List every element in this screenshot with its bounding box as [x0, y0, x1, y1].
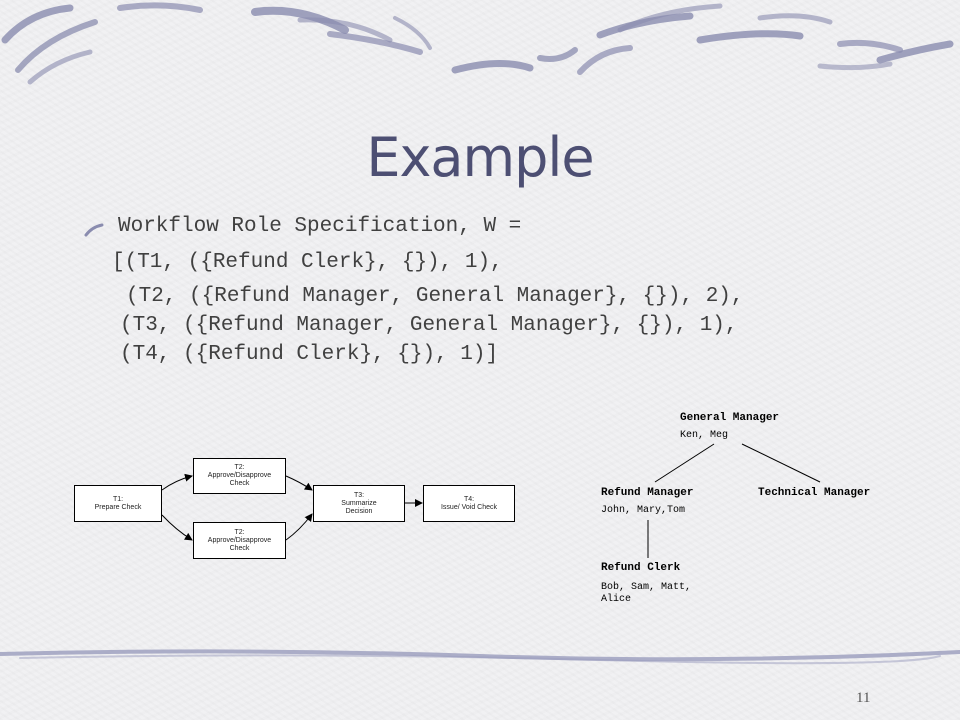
- task-label: Decision: [345, 507, 373, 515]
- task-label: Summarize: [341, 499, 377, 507]
- role-technical-manager: Technical Manager: [758, 487, 871, 499]
- bullet-stroke-icon: [84, 223, 104, 237]
- task-label: Issue/ Void Check: [440, 503, 498, 511]
- task-id: T1:: [112, 495, 124, 503]
- role-general-manager: General Manager: [680, 412, 780, 424]
- task-label: Check: [229, 480, 250, 487]
- role-members: Bob, Sam, Matt, Alice: [601, 582, 692, 605]
- task-t2-box: T2: Approve/Disapprove Check: [193, 522, 286, 559]
- task-id: T2:: [234, 464, 245, 471]
- task-label: Approve/Disapprove: [207, 536, 272, 544]
- task-id: T2:: [234, 528, 245, 536]
- spec-line: [(T1, ({Refund Clerk}, {}), 1),: [112, 251, 503, 274]
- role-refund-manager: Refund Manager: [601, 487, 694, 499]
- spec-line: (T2, ({Refund Manager, General Manager},…: [126, 285, 744, 308]
- task-id: T4:: [463, 495, 475, 503]
- role-members: John, Mary,Tom: [601, 505, 686, 516]
- top-decoration: [1, 2, 954, 85]
- task-id: T3:: [353, 491, 365, 499]
- task-label: Approve/Disapprove: [207, 472, 272, 479]
- spec-line: (T3, ({Refund Manager, General Manager},…: [120, 314, 738, 337]
- spec-intro: Workflow Role Specification, W =: [118, 215, 522, 238]
- bottom-decoration: [0, 649, 960, 665]
- task-label: Check: [229, 544, 250, 552]
- task-t3-box: T3: Summarize Decision: [313, 485, 405, 522]
- task-t1-box: T1: Prepare Check: [74, 485, 162, 522]
- task-label: Prepare Check: [94, 503, 142, 511]
- page-number: 11: [856, 690, 871, 706]
- role-members: Ken, Meg: [680, 430, 729, 441]
- spec-line: (T4, ({Refund Clerk}, {}), 1)]: [120, 343, 499, 366]
- role-refund-clerk: Refund Clerk: [601, 562, 681, 574]
- task-t4-box: T4: Issue/ Void Check: [423, 485, 515, 522]
- slide-title: Example: [366, 126, 594, 189]
- task-t2-box: T2: Approve/Disapprove Check: [193, 458, 286, 494]
